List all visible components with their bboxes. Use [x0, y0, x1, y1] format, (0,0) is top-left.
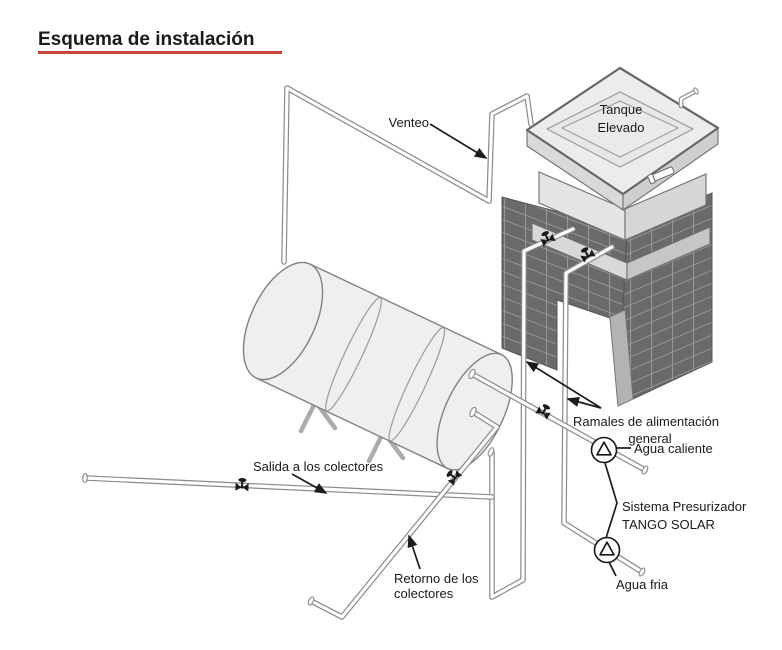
label-agua-caliente: Agua caliente: [634, 441, 713, 456]
pipe-venteo: [281, 85, 534, 265]
label-retorno-line2: colectores: [394, 586, 454, 601]
label-sistema-line1: Sistema Presurizador: [622, 499, 747, 514]
label-salida-colectores: Salida a los colectores: [253, 459, 384, 474]
elevated-tank: Tanque Elevado: [525, 66, 720, 281]
solar-tank-seam-2: [388, 327, 446, 442]
elevated-tank-body-right: [624, 173, 707, 241]
elevated-tank-lid-inner-panel: [561, 100, 679, 158]
pipe-end-caps: [82, 368, 649, 606]
elevated-tank-step-right: [626, 226, 711, 281]
title-underline: [38, 51, 282, 54]
label-agua-fria: Agua fria: [616, 577, 669, 592]
sistema-presurizador-connector: [604, 462, 618, 539]
venteo-leader-line: [429, 123, 488, 159]
page-title: Esquema de instalación: [38, 29, 254, 50]
pedestal-opening-inner-face: [609, 309, 634, 407]
solar-tank-left-cap: [242, 261, 324, 381]
label-sistema-line2: TANGO SOLAR: [622, 517, 715, 532]
elevated-tank-label-line1: Tanque: [600, 102, 643, 117]
pump-icon-agua-fria: [593, 536, 621, 564]
retorno-leader-line: [407, 534, 421, 570]
label-venteo: Venteo: [389, 115, 430, 130]
solar-tank-legs: [298, 400, 406, 464]
tank-side-fitting: [647, 166, 675, 185]
label-ramales-line1: Ramales de alimentación: [573, 414, 719, 429]
salida-leader-line: [291, 473, 328, 494]
solar-tank-seam-1: [325, 297, 382, 412]
label-ramales-line2: general: [628, 431, 671, 446]
elevated-tank-label-line2: Elevado: [598, 120, 645, 135]
pipe-retorno-colectores: [308, 409, 500, 620]
pipe-ramal-izquierdo: [489, 226, 576, 600]
ramales-leader-line-1: [525, 361, 602, 409]
label-retorno-line1: Retorno de los: [394, 571, 479, 586]
pump-icon-agua-caliente: [590, 436, 618, 464]
overflow-stub: [678, 87, 699, 109]
ramales-leader-line-2: [566, 396, 602, 409]
agua-fria-leader-line: [608, 561, 617, 577]
pipe-salida-colectores: [82, 475, 495, 500]
